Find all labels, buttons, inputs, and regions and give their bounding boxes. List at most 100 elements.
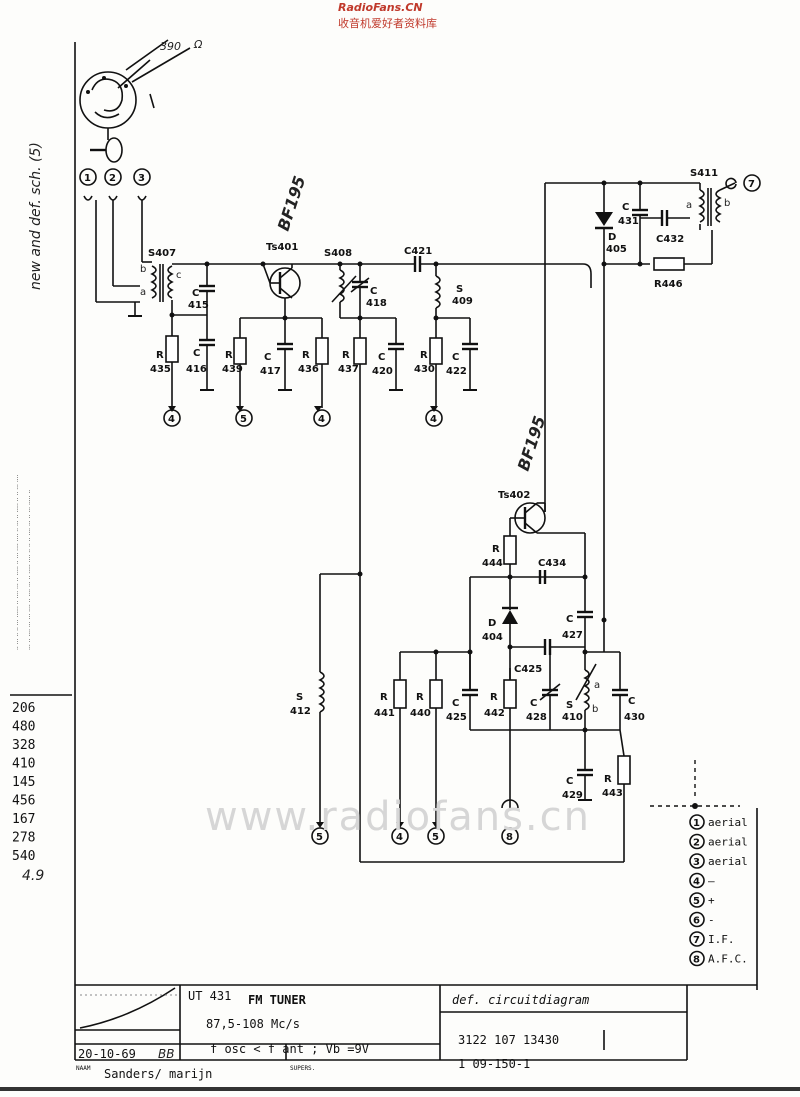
svg-text:405: 405 xyxy=(606,244,627,255)
svg-text:R: R xyxy=(492,544,500,555)
coil-s407: S407 b a c xyxy=(128,248,182,317)
parts-list-item: 480 xyxy=(12,720,35,735)
svg-text:R: R xyxy=(490,692,498,703)
svg-text:430: 430 xyxy=(414,364,435,375)
svg-text:R: R xyxy=(225,350,233,361)
svg-text:5: 5 xyxy=(432,832,439,843)
svg-text:8: 8 xyxy=(506,832,513,843)
svg-text:D: D xyxy=(608,232,616,243)
coil-s408 xyxy=(338,269,345,303)
resistor-r437 xyxy=(353,337,367,365)
svg-text:C: C xyxy=(378,352,385,363)
parts-list-item: 328 xyxy=(12,738,35,753)
legend-label: aerial xyxy=(708,836,748,849)
svg-text:C: C xyxy=(193,348,200,359)
svg-text:4: 4 xyxy=(168,414,175,425)
terminal-1-label: 1 xyxy=(84,173,91,184)
svg-text:C: C xyxy=(452,352,459,363)
tb-code: UT 431 xyxy=(188,989,231,1003)
svg-text:441: 441 xyxy=(374,708,395,719)
svg-text:C: C xyxy=(370,286,377,297)
if-output-jack xyxy=(725,177,737,190)
coil-s409 xyxy=(434,275,441,309)
legend-label: A.F.C. xyxy=(708,953,748,966)
tb-formula: f osc < f ant ; Vb =9V xyxy=(210,1042,369,1056)
svg-text:C: C xyxy=(628,696,635,707)
svg-text:R: R xyxy=(420,350,428,361)
svg-text:R: R xyxy=(302,350,310,361)
svg-text:S: S xyxy=(566,700,573,711)
svg-text:C: C xyxy=(622,202,629,213)
legend-marker xyxy=(689,892,705,908)
svg-text:410: 410 xyxy=(562,712,583,723)
legend-label: I.F. xyxy=(708,933,735,946)
legend-label: – xyxy=(708,875,715,888)
input-terminals: 1 2 3 xyxy=(79,168,152,303)
tap-c: c xyxy=(176,270,182,281)
tb-check-label: SUPERS. xyxy=(290,1065,315,1072)
legend-marker xyxy=(689,814,705,830)
tb-doc-no2: 1 09-150-1 xyxy=(458,1057,530,1071)
svg-text:7: 7 xyxy=(748,179,755,190)
resistor-r436 xyxy=(315,337,329,365)
resistor-r446 xyxy=(653,257,685,271)
ts401-label: Ts401 xyxy=(266,242,298,253)
legend-marker xyxy=(689,872,705,889)
parts-list-item: 540 xyxy=(12,849,35,864)
resistor-r441 xyxy=(393,679,407,709)
tb-date: 20-10-69 xyxy=(78,1047,136,1061)
c415-label: C xyxy=(192,288,199,299)
bf195-label-2: BF195 xyxy=(514,414,550,474)
cap-c425: C425 xyxy=(446,652,478,730)
legend-number: 2 xyxy=(693,838,700,849)
terminal-3-label: 3 xyxy=(138,173,145,184)
legend-label: aerial xyxy=(708,855,748,868)
cap-c432: C432 xyxy=(640,210,690,245)
legend-marker xyxy=(689,911,705,928)
resistor-r444 xyxy=(503,535,517,565)
svg-text:404: 404 xyxy=(482,632,503,643)
legend-number: 8 xyxy=(693,955,700,966)
legend-label: - xyxy=(708,914,715,927)
svg-text:429: 429 xyxy=(562,790,583,801)
svg-text:4: 4 xyxy=(430,414,437,425)
watermark: www.radiofans.cn xyxy=(205,794,591,840)
svg-text:R: R xyxy=(342,350,350,361)
parts-list-item: 456 xyxy=(12,794,35,809)
legend-label: aerial xyxy=(708,816,748,829)
legend-number: 1 xyxy=(693,818,700,829)
legend-number: 5 xyxy=(693,896,700,907)
r435-num: 435 xyxy=(150,364,171,375)
svg-text:431: 431 xyxy=(618,216,639,227)
transistor-ts402: BF195 Ts402 xyxy=(498,414,550,534)
svg-text:R: R xyxy=(416,692,424,703)
legend-marker xyxy=(689,931,705,947)
legend-number: 3 xyxy=(693,857,700,868)
resistor-r442 xyxy=(503,679,517,709)
tb-range: 87,5-108 Mc/s xyxy=(206,1017,300,1031)
legend-marker xyxy=(689,950,705,967)
tb-drawn-label: NAAM xyxy=(76,1065,91,1072)
svg-text:C: C xyxy=(566,614,573,625)
svg-text:440: 440 xyxy=(410,708,431,719)
terminal-4-b xyxy=(313,409,331,427)
cap-c421: C421 xyxy=(404,246,432,272)
legend-number: 4 xyxy=(693,877,700,888)
terminal-8 xyxy=(501,827,519,845)
terminal-2-label: 2 xyxy=(109,173,116,184)
input-switch-sketch xyxy=(79,39,191,163)
svg-text:b: b xyxy=(724,198,730,209)
title-block: UT 431 FM TUNER 87,5-108 Mc/s f osc < f … xyxy=(75,984,757,1081)
cap-c415: C 415 xyxy=(188,264,215,340)
svg-text:417: 417 xyxy=(260,366,281,377)
resistor-r435 xyxy=(165,335,179,363)
